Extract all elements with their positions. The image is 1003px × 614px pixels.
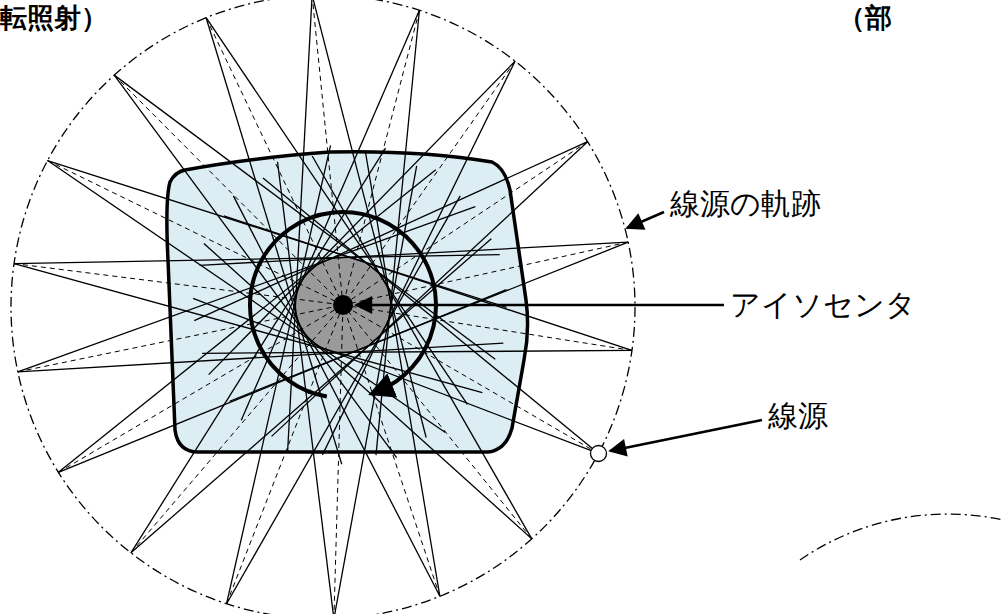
trajectory-label: 線源の軌跡: [670, 186, 821, 222]
leader-line: [610, 420, 762, 451]
beam-line: [343, 242, 628, 305]
source-label: 線源: [768, 398, 828, 434]
isocenter-label: アイソセンタ: [730, 287, 916, 323]
leader-line: [627, 212, 664, 228]
title-fragment: （部: [838, 2, 892, 34]
title-fragment: 転照射）: [0, 2, 108, 34]
beam-line: [131, 148, 386, 553]
source-trajectory: [11, 0, 635, 614]
beam-line: [114, 75, 396, 457]
beam-lines: [14, 0, 632, 614]
beam-line: [272, 142, 588, 437]
source-marker: [591, 446, 607, 462]
beam-line: [18, 207, 475, 372]
leader-line: [356, 304, 724, 307]
beam-line: [114, 75, 343, 305]
body-outline: [167, 152, 528, 452]
beam-line: [334, 305, 343, 614]
beam-line: [343, 10, 419, 305]
beam-line: [194, 142, 587, 321]
beam-line: [343, 305, 532, 539]
beam-line: [206, 18, 467, 405]
beam-line: [343, 142, 588, 305]
beam-line: [202, 350, 632, 353]
partial-trajectory: [800, 514, 1003, 560]
beam-line: [343, 305, 632, 350]
isocenter-dot: [333, 295, 353, 315]
beam-line: [224, 216, 632, 351]
